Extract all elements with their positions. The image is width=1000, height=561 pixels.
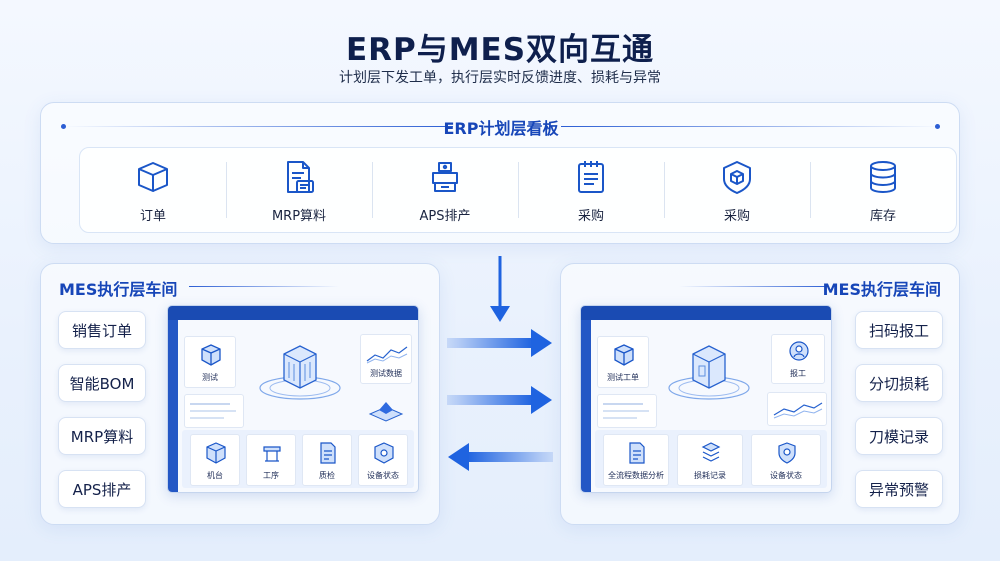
cube-icon <box>614 344 634 366</box>
shield-box-icon <box>723 160 751 194</box>
erp-item-purchase[interactable]: 采购 <box>518 148 664 232</box>
erp-item-order[interactable]: 订单 <box>80 148 226 232</box>
screen-card: 全流程数据分析 <box>603 434 669 486</box>
divider-line <box>679 286 829 287</box>
worker-icon <box>789 341 809 361</box>
screen-card: 测试工单 <box>597 336 649 388</box>
screen-card: 工序 <box>246 434 296 486</box>
erp-item-label: 采购 <box>577 208 604 224</box>
divider-line <box>63 126 453 127</box>
screen-header <box>581 306 831 320</box>
erp-items-bar: 订单 MRP算料 APS排产 采购 采购 <box>79 147 957 233</box>
slitting-loss-button[interactable]: 分切损耗 <box>855 364 943 402</box>
exception-alert-button[interactable]: 异常预警 <box>855 470 943 508</box>
screen-card: 机台 <box>190 434 240 486</box>
erp-item-mrp[interactable]: MRP算料 <box>226 148 372 232</box>
screen-card-label: 机台 <box>207 471 223 480</box>
database-icon <box>870 160 896 193</box>
screen-chart-card: 测试数据 <box>360 334 412 384</box>
screen-card-label: 设备状态 <box>367 471 399 480</box>
aps-button[interactable]: APS排产 <box>58 470 146 508</box>
erp-panel: ERP计划层看板 订单 MRP算料 APS排产 采购 <box>40 102 960 244</box>
screen-list-card <box>597 394 657 428</box>
screen-card-label: 工序 <box>263 471 279 480</box>
mes-right-title: MES执行层车间 <box>822 280 941 299</box>
mes-left-title: MES执行层车间 <box>59 280 178 299</box>
package-stack-icon <box>432 161 458 192</box>
sales-order-button[interactable]: 销售订单 <box>58 311 146 349</box>
document-calc-icon <box>287 160 314 193</box>
divider-line <box>189 286 339 287</box>
erp-item-aps[interactable]: APS排产 <box>372 148 518 232</box>
screen-card-label: 质检 <box>319 471 335 480</box>
screen-card: 质检 <box>302 434 352 486</box>
left-arrow-icon <box>447 442 553 472</box>
screen-card-label: 损耗记录 <box>694 471 726 480</box>
down-arrow-icon <box>489 256 511 324</box>
factory-illustration <box>663 332 755 402</box>
screen-card: 设备状态 <box>751 434 821 486</box>
device-icon <box>374 442 394 464</box>
right-arrow-icon <box>447 328 553 358</box>
stack-icon <box>701 442 721 462</box>
screen-card: 设备状态 <box>358 434 408 486</box>
screen-card-label: 测试数据 <box>370 369 402 378</box>
page-subtitle: 计划层下发工单，执行层实时反馈进度、损耗与异常 <box>339 70 661 86</box>
screen-card-label: 报工 <box>790 369 806 378</box>
erp-item-label: 订单 <box>139 208 166 224</box>
screen-sidebar <box>168 320 178 492</box>
erp-item-label: 采购 <box>723 208 750 224</box>
screen-header <box>168 306 418 320</box>
smart-bom-button[interactable]: 智能BOM <box>58 364 146 402</box>
mes-right-panel: MES执行层车间 扫码报工 分切损耗 刀模记录 异常预警 测试工单 报 <box>560 263 960 525</box>
screen-card-label: 全流程数据分析 <box>608 471 664 480</box>
erp-panel-title: ERP计划层看板 <box>443 119 559 138</box>
screen-sidebar <box>581 320 591 492</box>
mrp-button[interactable]: MRP算料 <box>58 417 146 455</box>
right-arrow-icon <box>447 385 553 415</box>
process-icon <box>263 446 281 462</box>
shield-icon <box>778 442 796 464</box>
erp-item-label: MRP算料 <box>271 208 327 224</box>
screen-list-card <box>184 394 244 428</box>
line-chart-icon <box>366 346 408 364</box>
scan-report-button[interactable]: 扫码报工 <box>855 311 943 349</box>
page-title: ERP与MES双向互通 <box>345 32 655 68</box>
screen-card-label: 测试工单 <box>607 373 639 382</box>
erp-item-inventory[interactable]: 库存 <box>810 148 956 232</box>
screen-card: 测试 <box>184 336 236 388</box>
machine-icon <box>206 442 226 464</box>
erp-item-purchase-2[interactable]: 采购 <box>664 148 810 232</box>
screen-card-label: 设备状态 <box>770 471 802 480</box>
analytics-doc-icon <box>629 442 645 464</box>
line-chart-icon <box>773 402 823 419</box>
decor-dot <box>935 124 940 129</box>
clipboard-icon <box>578 160 604 193</box>
screen-card: 损耗记录 <box>677 434 743 486</box>
quality-doc-icon <box>320 442 336 464</box>
erp-item-label: 库存 <box>869 208 896 224</box>
screen-card-label: 测试 <box>202 373 218 382</box>
factory-illustration <box>254 332 346 402</box>
cube-icon <box>201 344 221 366</box>
mes-left-panel: MES执行层车间 销售订单 智能BOM MRP算料 APS排产 测试 <box>40 263 440 525</box>
mes-right-screen: 测试工单 报工 <box>580 305 832 493</box>
screen-card: 报工 <box>771 334 825 384</box>
stack-illustration <box>366 398 406 424</box>
mes-left-screen: 测试 测试数据 <box>167 305 419 493</box>
divider-line <box>561 126 941 127</box>
erp-item-label: APS排产 <box>419 208 471 224</box>
box-icon <box>138 161 168 192</box>
screen-chart-card <box>767 392 827 426</box>
die-record-button[interactable]: 刀模记录 <box>855 417 943 455</box>
